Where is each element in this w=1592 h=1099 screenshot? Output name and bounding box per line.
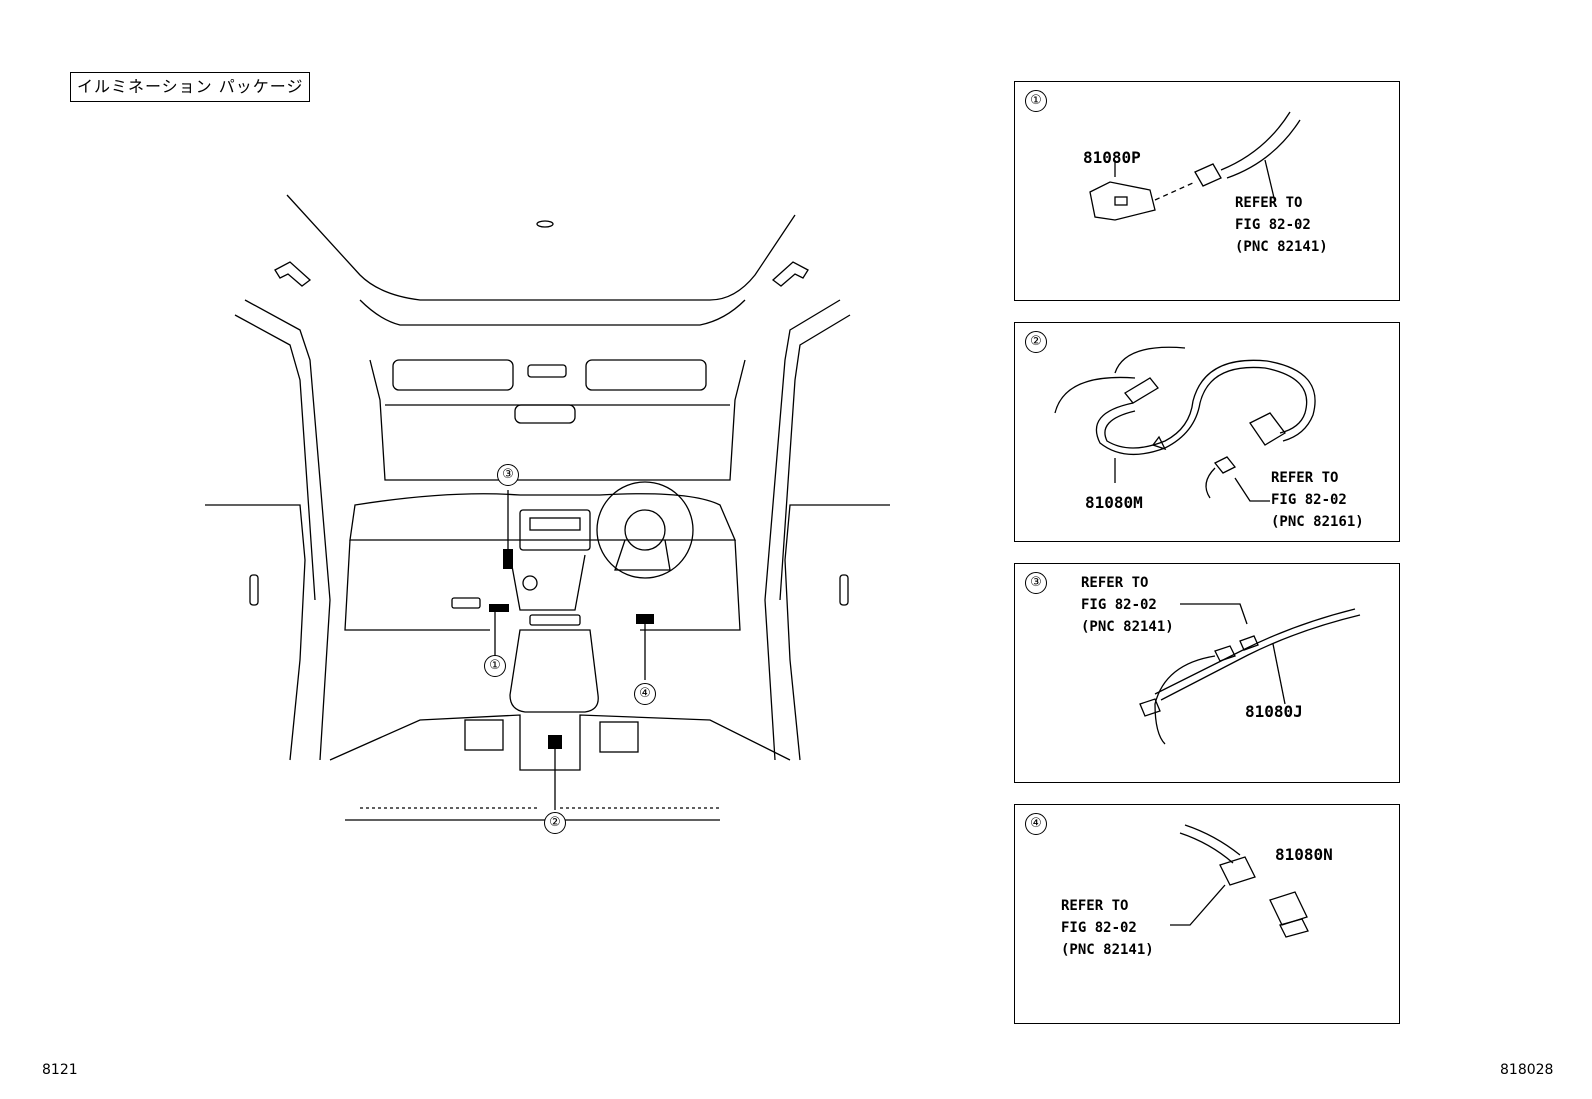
figure-code-right: 818028 <box>1500 1062 1554 1078</box>
detail-panel-3: ③ REFER TO FIG 82-02 (PNC 82141) 81080J <box>1014 563 1400 783</box>
detail-panel-2: ② 81080M REFER TO FIG 82-02 (PNC 82161) <box>1014 322 1400 542</box>
detail-panel-1: ① 81080P REFER TO FIG 82-02 (PNC 82141) <box>1014 81 1400 301</box>
callout-3: ③ <box>497 464 519 486</box>
vehicle-interior-illustration <box>205 194 890 821</box>
part-number-81080j: 81080J <box>1245 702 1303 721</box>
panel-2-mark: ② <box>1025 331 1047 353</box>
harness-81080m-illustration <box>1054 346 1316 502</box>
connector-81080p-illustration <box>1089 111 1301 221</box>
panel-4-mark: ④ <box>1025 813 1047 835</box>
panel-3-reference: REFER TO FIG 82-02 (PNC 82141) <box>1081 575 1174 635</box>
callout-4: ④ <box>634 683 656 705</box>
figure-code-left: 8121 <box>42 1062 78 1078</box>
panel-2-reference: REFER TO FIG 82-02 (PNC 82161) <box>1271 470 1364 530</box>
panel-1-reference: REFER TO FIG 82-02 (PNC 82141) <box>1235 195 1328 255</box>
panel-3-mark: ③ <box>1025 572 1047 594</box>
panel-1-mark: ① <box>1025 90 1047 112</box>
panel-4-reference: REFER TO FIG 82-02 (PNC 82141) <box>1061 898 1154 958</box>
callout-2: ② <box>544 812 566 834</box>
detail-panel-4: ④ 81080N REFER TO FIG 82-02 (PNC 82141) <box>1014 804 1400 1024</box>
part-number-81080p: 81080P <box>1083 148 1141 167</box>
connector-81080n-illustration <box>1170 824 1309 938</box>
part-number-81080n: 81080N <box>1275 845 1333 864</box>
part-number-81080m: 81080M <box>1085 493 1143 512</box>
page-title: イルミネーション パッケージ <box>70 72 311 102</box>
callout-1: ① <box>484 655 506 677</box>
harness-81080j-illustration <box>1139 603 1361 745</box>
